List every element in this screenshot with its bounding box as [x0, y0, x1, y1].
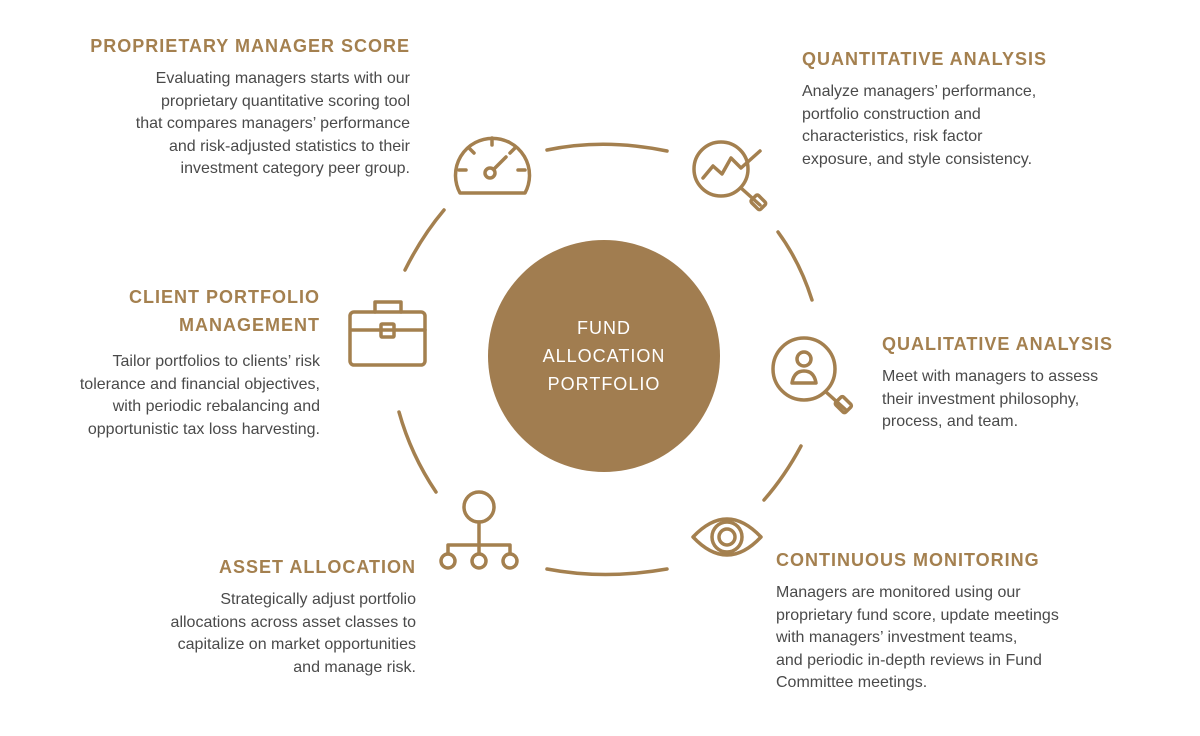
- person-magnifier-icon: [771, 336, 854, 415]
- step-title: CLIENT PORTFOLIO MANAGEMENT: [129, 287, 320, 335]
- eye-icon: [691, 517, 763, 557]
- briefcase-icon: [348, 300, 427, 367]
- gauge-icon: [453, 136, 532, 195]
- center-circle: [488, 240, 720, 472]
- ring-segment: [545, 567, 669, 577]
- step-title: QUANTITATIVE ANALYSIS: [802, 49, 1048, 69]
- step-client-portfolio-management: CLIENT PORTFOLIO MANAGEMENT Tailor portf…: [20, 283, 320, 441]
- chart-magnifier-icon: [692, 140, 768, 212]
- step-title: ASSET ALLOCATION: [219, 557, 416, 577]
- ring-segment: [762, 444, 803, 502]
- step-proprietary-manager-score: PROPRIETARY MANAGER SCORE Evaluating man…: [60, 32, 410, 181]
- step-title: QUALITATIVE ANALYSIS: [882, 334, 1114, 354]
- ring-segment: [403, 208, 446, 272]
- step-title: CONTINUOUS MONITORING: [776, 550, 1040, 570]
- center-label: FUND ALLOCATION PORTFOLIO: [542, 318, 666, 394]
- cycle-ring: [397, 142, 814, 577]
- step-description: Strategically adjust portfolio allocatio…: [170, 591, 416, 676]
- hierarchy-icon: [439, 490, 519, 570]
- ring-segment: [776, 230, 814, 302]
- step-description: Managers are monitored using our proprie…: [776, 584, 1059, 691]
- step-asset-allocation: ASSET ALLOCATION Strategically adjust po…: [96, 553, 416, 679]
- step-quantitative-analysis: QUANTITATIVE ANALYSIS Analyze managers’ …: [802, 45, 1142, 171]
- step-qualitative-analysis: QUALITATIVE ANALYSIS Meet with managers …: [882, 330, 1182, 434]
- ring-segment: [397, 410, 438, 494]
- step-description: Tailor portfolios to clients’ risk toler…: [79, 353, 320, 438]
- step-continuous-monitoring: CONTINUOUS MONITORING Managers are monit…: [776, 546, 1156, 695]
- step-description: Meet with managers to assess their inves…: [882, 368, 1099, 430]
- ring-segment: [545, 142, 669, 153]
- step-title: PROPRIETARY MANAGER SCORE: [90, 36, 410, 56]
- step-description: Evaluating managers starts with our prop…: [135, 70, 410, 177]
- step-description: Analyze managers’ performance, portfolio…: [802, 83, 1037, 168]
